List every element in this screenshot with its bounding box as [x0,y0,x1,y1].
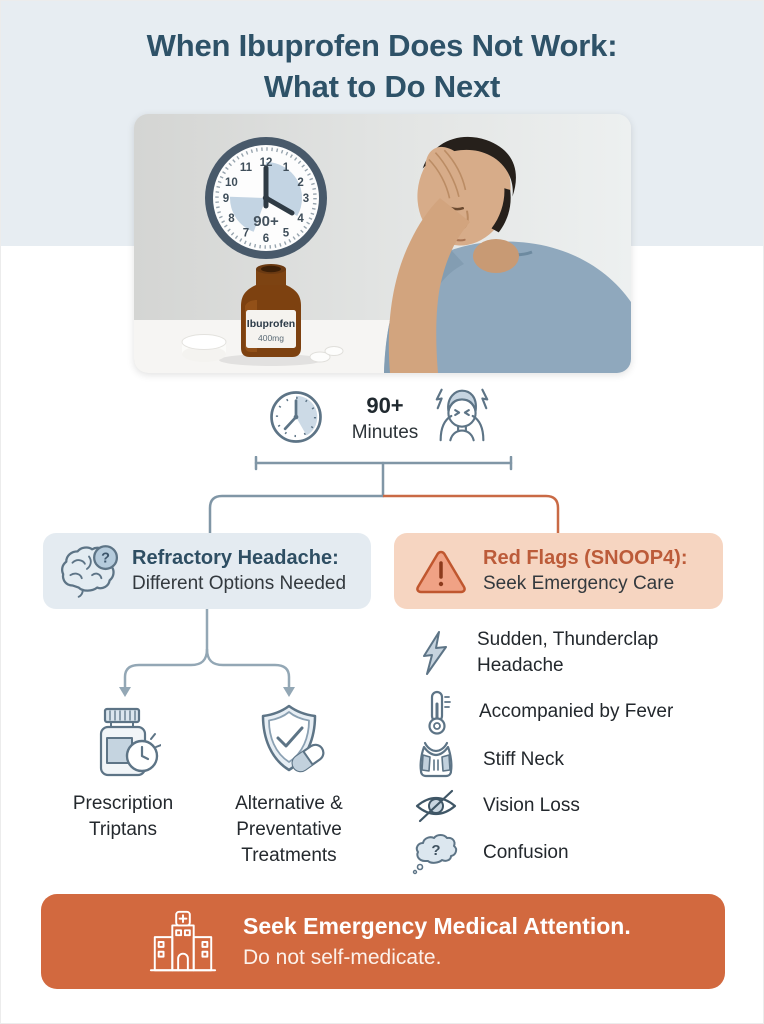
eye-slash-icon [415,789,457,823]
option-label-triptans: Prescription Triptans [72,793,174,840]
thought-cloud-question-icon: ? [412,834,458,875]
option-label-alternative: Alternative & Preventative Treatments [235,793,343,866]
page-title: When Ibuprofen Does Not Work: What to Do… [1,25,763,107]
refractory-box-text: Refractory Headache: Different Options N… [132,546,346,596]
redflags-title: Red Flags (SNOOP4): [483,547,688,569]
svg-text:9: 9 [223,193,229,205]
symptom-label: Accompanied by Fever [479,701,674,722]
headache-person-icon [435,388,489,442]
redflags-box-text: Red Flags (SNOOP4): Seek Emergency Care [483,546,687,596]
duration-unit: Minutes [351,422,419,443]
lightning-icon [423,631,447,675]
duration-value: 90+ [366,393,404,418]
svg-text:10: 10 [225,177,238,189]
symptom-label: Stiff Neck [483,749,564,770]
emergency-banner: Seek Emergency Medical Attention. Do not… [41,894,725,989]
symptom-label: Sudden, Thunderclap Headache [477,629,659,676]
svg-text:3: 3 [303,193,309,205]
page-title-line2: What to Do Next [263,69,501,104]
neck-brace-icon [419,741,453,778]
man-with-headache [384,136,631,373]
banner-line2: Do not self-medicate. [243,946,442,969]
svg-text:8: 8 [228,213,235,225]
hospital-icon [149,910,217,971]
options-fork-connector [119,609,295,697]
svg-text:6: 6 [263,233,269,245]
bottle-dose-label: 400mg [258,333,284,343]
symptom-label: Vision Loss [483,795,580,816]
svg-text:4: 4 [297,213,304,225]
thermometer-icon [428,690,451,735]
refractory-title: Refractory Headache: [132,547,339,569]
page-title-line1: When Ibuprofen Does Not Work: [146,28,618,63]
svg-text:1: 1 [283,162,290,174]
svg-text:2: 2 [297,177,303,189]
bottle-cap-and-pills [181,334,344,363]
brain-question-icon: ? [61,545,119,598]
svg-text:?: ? [101,551,110,567]
banner-line1: Seek Emergency Medical Attention. [243,913,631,939]
svg-text:5: 5 [283,228,290,240]
ibuprofen-bottle: Ibuprofen 400mg [241,264,301,357]
symptom-row-confusion: ? Confusion [411,831,715,875]
refractory-subtitle: Different Options Needed [132,573,347,594]
symptom-row-fever: Accompanied by Fever [417,689,711,735]
shield-check-capsule-icon [261,704,325,773]
pill-bottle-clock-icon [99,707,161,777]
warning-triangle-icon [416,550,466,594]
duration-text: 90+ Minutes [335,393,435,444]
clock-90plus-label: 90+ [253,213,279,230]
symptom-row-stiff-neck: Stiff Neck [413,739,715,781]
bottle-name-label: Ibuprofen [247,318,295,330]
svg-text:12: 12 [260,157,273,169]
symptom-row-thunderclap: Sudden, Thunderclap Headache [415,627,709,679]
refractory-box: ? Refractory Headache: Different Options… [43,533,371,609]
svg-text:11: 11 [240,162,253,174]
redflags-box: Red Flags (SNOOP4): Seek Emergency Care [394,533,723,609]
clock-icon [270,391,322,443]
symptom-row-vision-loss: Vision Loss [413,787,715,825]
branch-connector [208,456,560,534]
redflags-subtitle: Seek Emergency Care [483,573,675,594]
symptom-label: Confusion [483,842,569,863]
emergency-banner-text: Seek Emergency Medical Attention. Do not… [243,912,631,971]
svg-text:7: 7 [243,228,249,240]
svg-text:?: ? [431,842,440,859]
